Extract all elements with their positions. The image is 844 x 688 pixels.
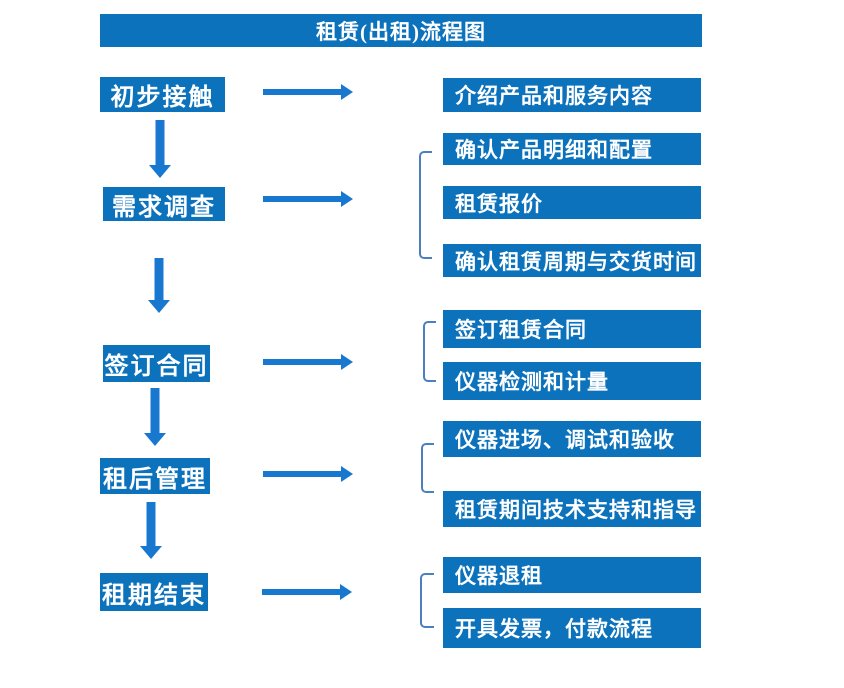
arrow-head — [341, 466, 353, 482]
detail-box-instrument-arrival-debug-acceptance: 仪器进场、调试和验收 — [443, 421, 701, 457]
arrow-head — [148, 300, 170, 313]
step-label: 租后管理 — [103, 466, 207, 493]
arrow-head — [340, 584, 352, 600]
arrow-head — [341, 354, 353, 370]
detail-label: 开具发票，付款流程 — [455, 617, 653, 641]
arrow-head — [140, 546, 162, 559]
detail-label: 仪器进场、调试和验收 — [455, 428, 675, 452]
step-box-rental-period-end: 租期结束 — [100, 573, 208, 611]
detail-label: 确认租赁周期与交货时间 — [455, 249, 697, 274]
detail-label: 租赁期间技术支持和指导 — [455, 498, 697, 522]
detail-label: 仪器检测和计量 — [455, 370, 609, 394]
arrow-stem — [154, 258, 164, 300]
arrow-stem — [263, 471, 341, 477]
step-label: 签订合同 — [104, 354, 209, 380]
arrow-head — [341, 191, 353, 207]
detail-box-invoice-payment-process: 开具发票，付款流程 — [443, 608, 701, 648]
arrow-stem — [155, 120, 165, 165]
right-arrow-5 — [262, 584, 352, 600]
arrow-head — [149, 165, 171, 178]
detail-label: 介绍产品和服务内容 — [455, 84, 653, 108]
arrow-stem — [150, 388, 160, 433]
step-box-demand-survey: 需求调查 — [103, 187, 225, 221]
detail-box-confirm-rental-period-delivery: 确认租赁周期与交货时间 — [443, 244, 701, 277]
bracket-group-post-rental — [421, 443, 434, 493]
detail-label: 租赁报价 — [455, 191, 543, 216]
detail-box-rental-tech-support-guidance: 租赁期间技术支持和指导 — [443, 491, 701, 527]
down-arrow-1 — [149, 120, 171, 178]
detail-box-instrument-inspection-calibration: 仪器检测和计量 — [443, 362, 701, 400]
flowchart-title: 租赁(出租)流程图 — [100, 14, 702, 47]
arrow-head — [341, 84, 353, 100]
arrow-head — [144, 433, 166, 446]
detail-label: 确认产品明细和配置 — [455, 138, 653, 162]
detail-label: 仪器退租 — [455, 564, 543, 588]
detail-box-rental-quote: 租赁报价 — [443, 186, 701, 219]
arrow-stem — [146, 502, 156, 546]
right-arrow-4 — [263, 466, 353, 482]
arrow-stem — [262, 589, 340, 595]
right-arrow-3 — [263, 354, 353, 370]
step-box-initial-contact: 初步接触 — [100, 77, 225, 112]
down-arrow-2 — [148, 258, 170, 313]
detail-box-sign-rental-contract: 签订租赁合同 — [443, 310, 701, 348]
detail-box-confirm-product-details-config: 确认产品明细和配置 — [443, 133, 701, 165]
down-arrow-4 — [140, 502, 162, 559]
arrow-stem — [263, 89, 341, 95]
right-arrow-2 — [263, 191, 353, 207]
down-arrow-3 — [144, 388, 166, 446]
right-arrow-1 — [263, 84, 353, 100]
step-box-sign-contract: 签订合同 — [103, 345, 210, 382]
flowchart-title-label: 租赁(出租)流程图 — [316, 19, 486, 44]
detail-box-instrument-return: 仪器退租 — [443, 557, 701, 593]
arrow-stem — [263, 196, 341, 202]
bracket-group-sign-contract — [423, 321, 436, 382]
step-label: 租期结束 — [102, 582, 206, 609]
detail-label: 签订租赁合同 — [455, 318, 587, 342]
step-label: 初步接触 — [110, 85, 215, 111]
bracket-group-rental-end — [420, 573, 434, 628]
arrow-stem — [263, 359, 341, 365]
bracket-group-demand-survey — [419, 151, 432, 259]
step-label: 需求调查 — [112, 194, 216, 221]
step-box-post-rental-management: 租后管理 — [100, 458, 210, 494]
detail-box-introduce-products-services: 介绍产品和服务内容 — [443, 78, 701, 112]
